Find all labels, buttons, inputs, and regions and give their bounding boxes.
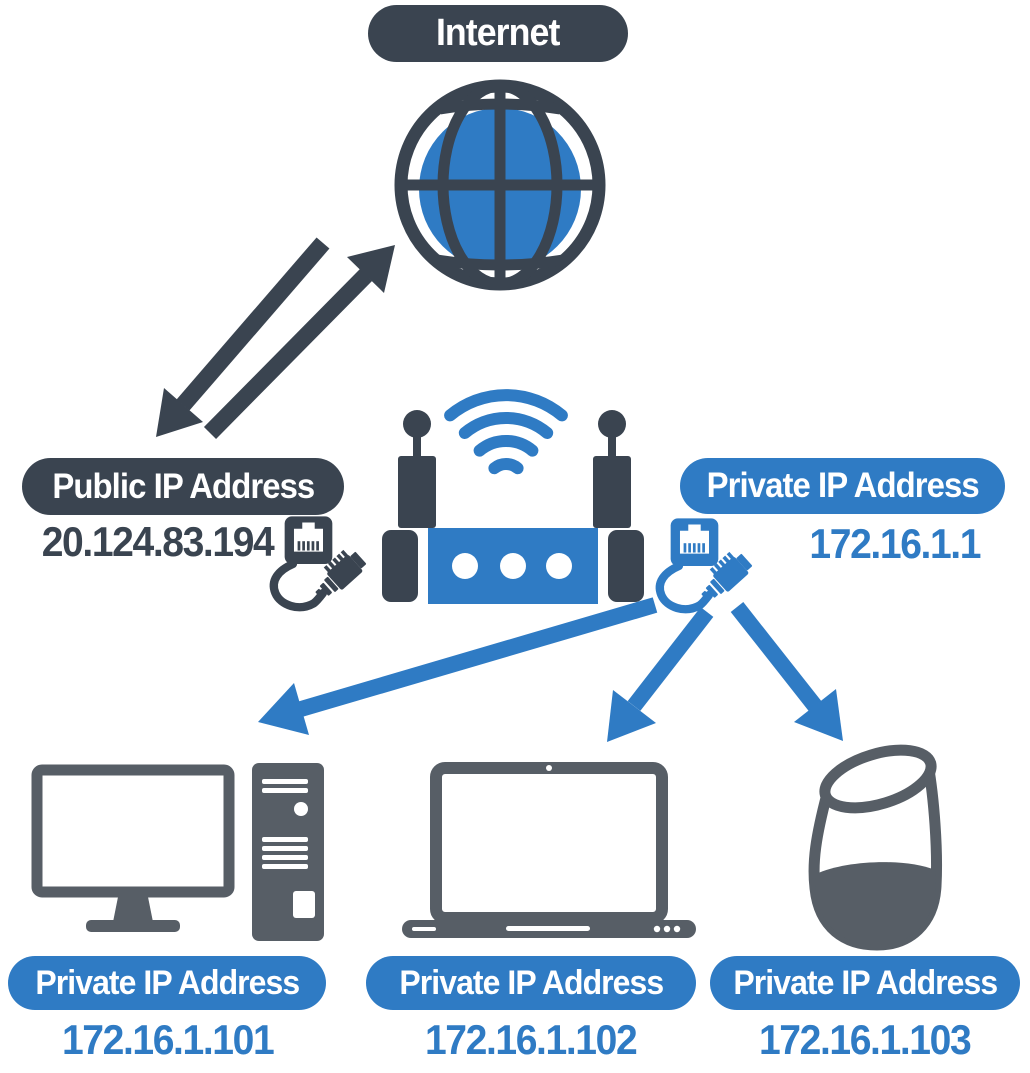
desktop-private-ip-label-pill: Private IP Address <box>8 956 326 1010</box>
desktop-private-ip-value: 172.16.1.101 <box>61 1016 275 1063</box>
lan-distribution-arrows <box>258 597 843 742</box>
speaker-private-ip-label-pill: Private IP Address <box>710 956 1020 1010</box>
router-antennas <box>398 410 631 528</box>
upload-arrow <box>203 245 395 439</box>
ethernet-cable-icon-lan <box>660 518 755 609</box>
wifi-waves-icon <box>444 389 568 475</box>
arrow-to-laptop <box>607 607 714 742</box>
globe-icon <box>394 79 606 291</box>
laptop-private-ip-value: 172.16.1.102 <box>425 1016 638 1063</box>
wifi-router-icon <box>382 389 644 604</box>
arrow-to-desktop <box>258 597 658 735</box>
laptop-private-ip-label-pill: Private IP Address <box>366 956 696 1010</box>
internet-link-arrows <box>156 237 395 439</box>
router-private-ip-value: 172.16.1.1 <box>809 520 982 567</box>
public-ip-label-pill: Public IP Address <box>22 458 344 515</box>
public-ip-label: Public IP Address <box>52 466 315 506</box>
router-private-ip-label: Private IP Address <box>706 466 979 505</box>
smart-speaker-icon <box>808 744 943 951</box>
laptop-icon <box>402 762 696 938</box>
arrow-to-speaker <box>730 602 843 741</box>
speaker-private-ip-value: 172.16.1.103 <box>759 1016 972 1063</box>
router-private-ip-label-pill: Private IP Address <box>680 458 1005 514</box>
internet-label-pill: Internet <box>368 5 628 62</box>
router-body <box>382 528 644 604</box>
desktop-computer-icon <box>31 763 324 941</box>
download-arrow <box>156 237 330 437</box>
internet-label: Internet <box>436 12 560 54</box>
public-ip-value: 20.124.83.194 <box>42 518 275 565</box>
